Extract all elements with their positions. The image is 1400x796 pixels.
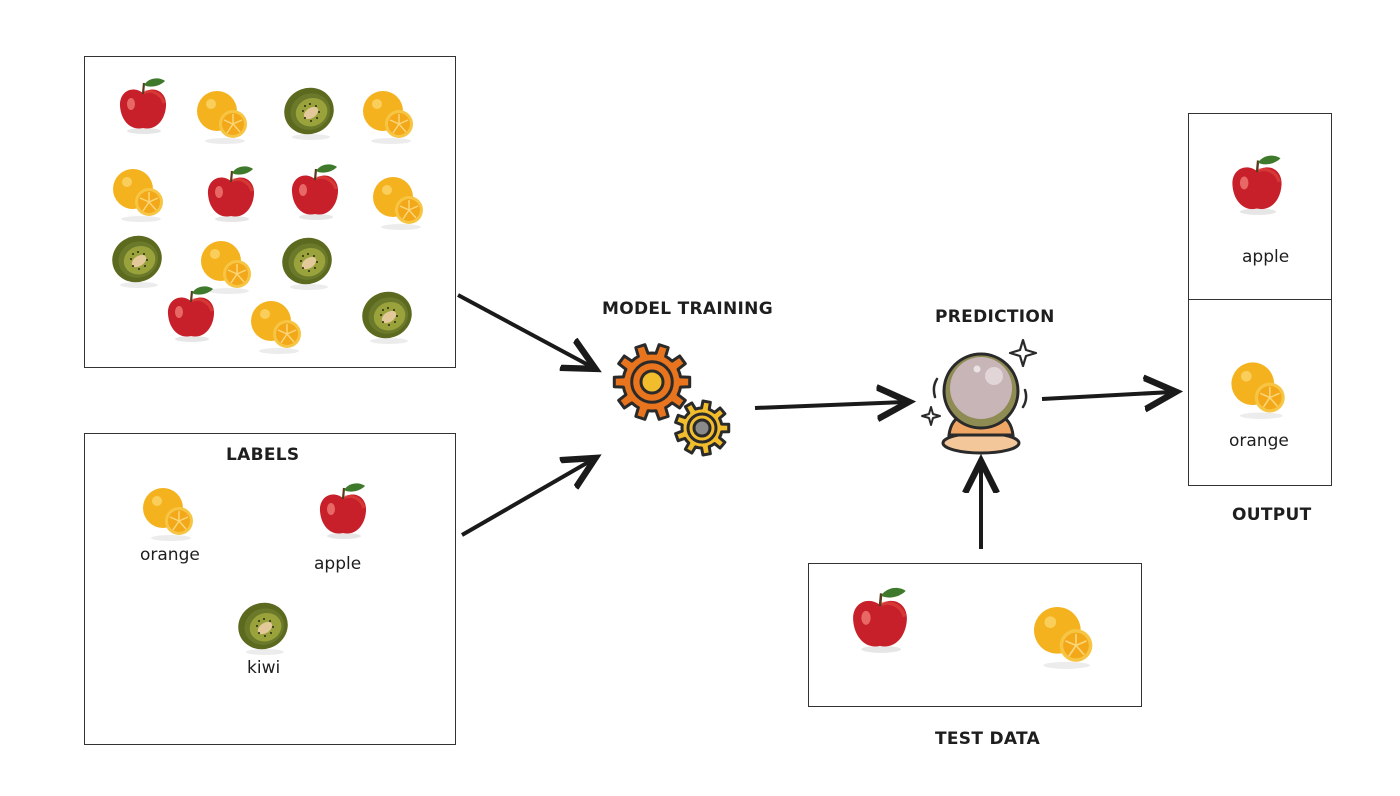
training-orange-icon [191, 85, 251, 145]
training-kiwi-icon [279, 81, 339, 141]
training-orange-icon [357, 85, 417, 145]
labels-heading: LABELS [226, 445, 300, 465]
label-kiwi-icon [233, 596, 293, 656]
training-orange-icon [195, 235, 255, 295]
arrow-model-to-prediction [754, 402, 905, 408]
training-data-panel [84, 56, 456, 368]
label-orange-icon [137, 482, 197, 542]
output-panel: apple orange [1188, 113, 1332, 486]
model-training-heading: MODEL TRAINING [602, 299, 773, 319]
training-orange-icon [107, 163, 167, 223]
gears-icon [612, 343, 731, 457]
training-orange-icon [245, 295, 305, 355]
label-orange: orange [140, 545, 200, 565]
test-data-panel [808, 563, 1142, 707]
training-kiwi-icon [357, 285, 417, 345]
output-label-orange: orange [1229, 431, 1289, 451]
test-orange-icon [1027, 600, 1097, 670]
arrow-labels-to-model [461, 460, 592, 537]
test-apple-icon [845, 584, 915, 654]
training-apple-icon [285, 161, 345, 221]
labels-panel: LABELS orange apple kiwi [84, 433, 456, 745]
arrow-prediction-to-output [1041, 392, 1172, 399]
prediction-heading: PREDICTION [935, 307, 1055, 327]
training-kiwi-icon [277, 231, 337, 291]
output-label-apple: apple [1242, 247, 1290, 267]
output-divider [1189, 299, 1331, 300]
output-heading: OUTPUT [1232, 505, 1312, 525]
training-orange-icon [367, 171, 427, 231]
output-orange-icon [1225, 356, 1289, 420]
arrow-training-to-model [457, 293, 592, 367]
training-apple-icon [113, 75, 173, 135]
label-apple: apple [314, 554, 362, 574]
output-apple-icon [1225, 152, 1289, 216]
crystal-ball-icon [921, 338, 1038, 455]
test-data-heading: TEST DATA [935, 729, 1041, 749]
training-apple-icon [201, 163, 261, 223]
label-apple-icon [313, 480, 373, 540]
training-apple-icon [161, 283, 221, 343]
training-kiwi-icon [107, 229, 167, 289]
label-kiwi: kiwi [247, 658, 281, 678]
